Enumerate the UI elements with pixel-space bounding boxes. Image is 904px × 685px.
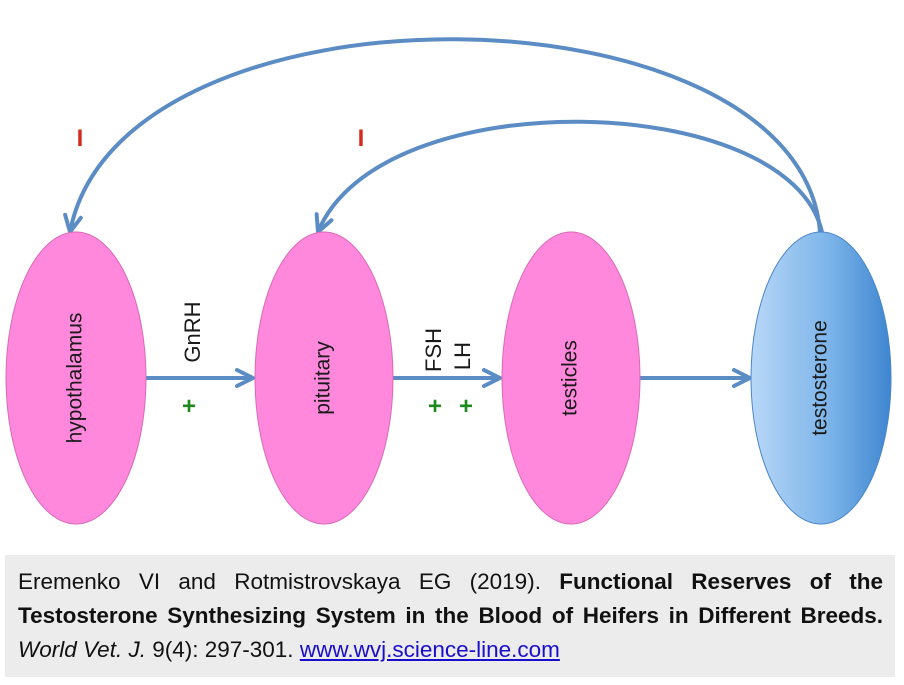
pituitary-node: pituitary — [254, 231, 394, 525]
hypothalamus-node: hypothalamus — [5, 231, 147, 525]
hypothalamus-label: hypothalamus — [64, 313, 87, 444]
citation-volume-pages: 9(4): 297-301. — [152, 637, 294, 662]
hypothalamus-inhibit-sign: I — [77, 125, 84, 152]
lh-label: LH — [450, 342, 475, 370]
fsh-plus-sign: + — [428, 393, 442, 420]
testicles-label: testicles — [559, 340, 582, 416]
testosterone-node: testosterone — [750, 231, 892, 525]
feedback-arrow-to-hypothalamus — [63, 37, 822, 234]
citation-authors: Eremenko VI and Rotmistrovskaya EG (2019… — [18, 569, 541, 594]
gnrh-plus-sign: + — [182, 393, 196, 420]
gnrh-label: GnRH — [180, 301, 205, 362]
citation-journal: World Vet. J. — [18, 637, 146, 662]
testicles-node: testicles — [501, 231, 641, 525]
pituitary-inhibit-sign: I — [358, 125, 365, 152]
citation-url-link[interactable]: www.wvj.science-line.com — [299, 637, 560, 662]
testosterone-label: testosterone — [809, 320, 832, 436]
fsh-label: FSH — [421, 328, 446, 372]
pituitary-label: pituitary — [312, 341, 335, 415]
feedback-diagram: hypothalamus pituitary testicles testost… — [5, 37, 892, 525]
citation-title: Functional Reserves of the Testosterone … — [18, 569, 883, 628]
lh-plus-sign: + — [459, 393, 473, 420]
citation-box: Eremenko VI and Rotmistrovskaya EG (2019… — [5, 555, 895, 677]
feedback-arrow-to-pituitary — [314, 119, 824, 234]
